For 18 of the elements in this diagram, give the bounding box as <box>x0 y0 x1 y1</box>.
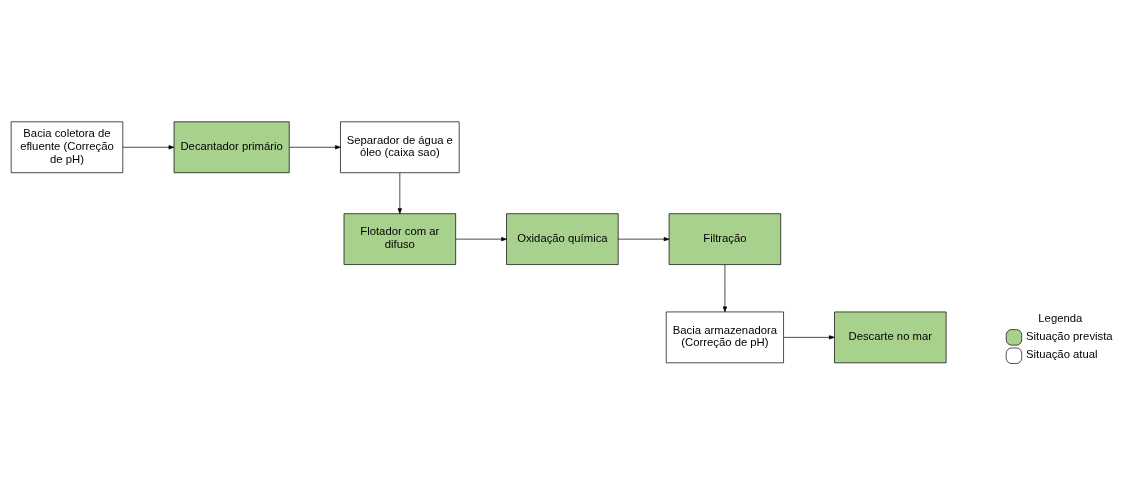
legend-label: Situação atual <box>1025 348 1098 361</box>
node-box: Bacia armazenadora (Correção de pH) <box>665 311 784 364</box>
arrow <box>783 335 835 340</box>
arrow <box>122 145 175 150</box>
arrow <box>617 237 670 242</box>
arrow <box>397 172 402 214</box>
arrow <box>455 237 507 242</box>
node-box: Bacia coletora de efluente (Correção de pH) <box>10 121 124 174</box>
node-box: Descarte no mar <box>834 311 947 364</box>
node-box: Decantador primário <box>173 121 290 174</box>
node-box: Filtração <box>668 213 782 265</box>
arrow <box>289 145 341 150</box>
node-box: Separador de água e óleo (caixa sao) <box>340 121 460 174</box>
arrow <box>722 264 727 313</box>
node-box: Flotador com ar difuso <box>343 213 456 265</box>
legend-label: Situação prevista <box>1025 330 1113 343</box>
label: Legenda <box>1038 311 1083 324</box>
node-box: Oxidação química <box>506 213 619 265</box>
